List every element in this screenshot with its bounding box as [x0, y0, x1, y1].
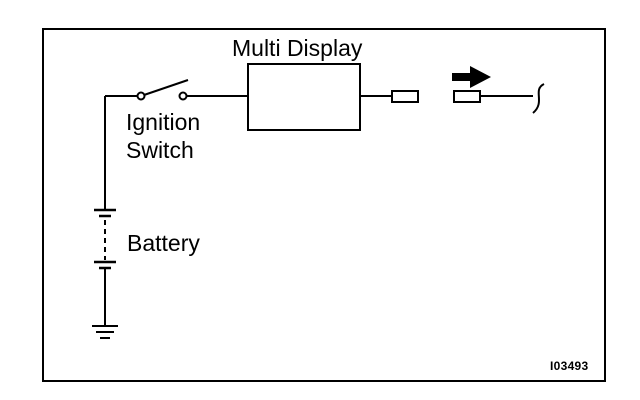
- switch-contact-left: [136, 91, 146, 101]
- output-connector: [360, 90, 533, 103]
- switch-contact-right: [178, 91, 188, 101]
- battery-label: Battery: [127, 230, 200, 256]
- ground-symbol-icon: [92, 325, 118, 339]
- switch-lever: [143, 79, 189, 96]
- wire-break-icon: [532, 83, 545, 114]
- ignition-switch-label-line2: Switch: [126, 137, 194, 163]
- ignition-switch-label-line1: Ignition: [126, 109, 201, 135]
- connector-male: [453, 90, 481, 103]
- multi-display-label: Multi Display: [232, 35, 363, 61]
- ignition-switch-symbol: [136, 79, 248, 101]
- multi-display-box: [247, 63, 361, 131]
- connector-female: [391, 90, 419, 103]
- diagram-frame: [42, 28, 606, 382]
- battery-circuit: [92, 95, 137, 339]
- figure-code: I03493: [550, 359, 589, 373]
- ignition-switch-label: Ignition Switch: [126, 108, 200, 164]
- arrow-right-icon: [452, 66, 491, 88]
